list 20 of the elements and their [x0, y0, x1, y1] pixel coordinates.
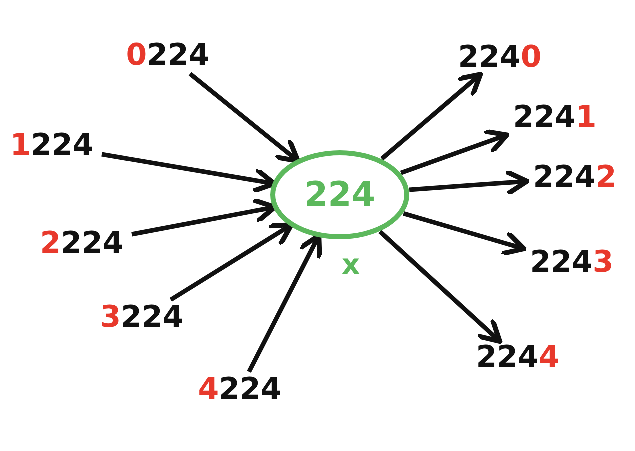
node-label: 2224: [32, 226, 132, 262]
node-label: 3224: [92, 300, 192, 336]
node-label: 224: [304, 175, 376, 215]
arrow: [380, 72, 484, 161]
node-label: 2241: [505, 100, 605, 136]
node-label: 2240: [450, 40, 550, 76]
node-label: 2242: [525, 160, 625, 196]
arrow: [378, 230, 502, 344]
arrow: [132, 198, 278, 237]
node-label: 1224: [2, 128, 102, 164]
arrow: [188, 72, 301, 164]
arrow: [403, 212, 527, 257]
variable-label: x: [342, 248, 360, 281]
arrow: [400, 128, 510, 176]
node-label: 4224: [190, 372, 290, 408]
node-label: 2244: [468, 340, 568, 376]
arrow: [409, 169, 530, 197]
arrow: [170, 222, 294, 302]
node-label: 2243: [522, 245, 622, 281]
node-label: 0224: [118, 38, 218, 74]
